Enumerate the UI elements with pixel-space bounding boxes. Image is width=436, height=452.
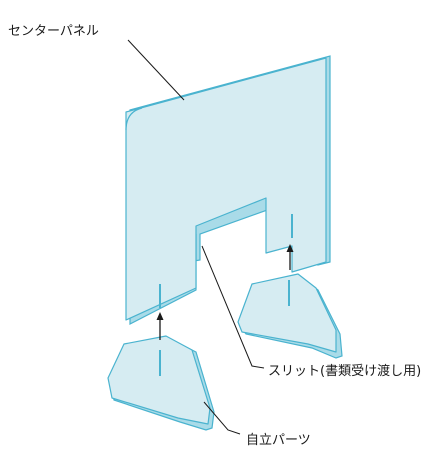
assembly-arrow-right (286, 244, 294, 270)
label-center-panel: センターパネル (8, 24, 99, 39)
label-slit: スリット(書類受け渡し用) (268, 364, 422, 379)
leader-slit (201, 245, 265, 369)
center-panel-corner (125, 107, 143, 131)
leader-center-panel (127, 39, 185, 101)
stand-part-right (237, 273, 343, 359)
stand-right-face (237, 273, 337, 353)
stand-left-face (107, 335, 211, 425)
label-stand-parts: 自立パーツ (246, 433, 311, 448)
assembly-arrow-left (156, 312, 164, 340)
leader-stand-parts (203, 401, 241, 435)
stand-part-left (107, 335, 215, 431)
center-panel (125, 55, 331, 325)
center-panel-face (125, 57, 327, 321)
